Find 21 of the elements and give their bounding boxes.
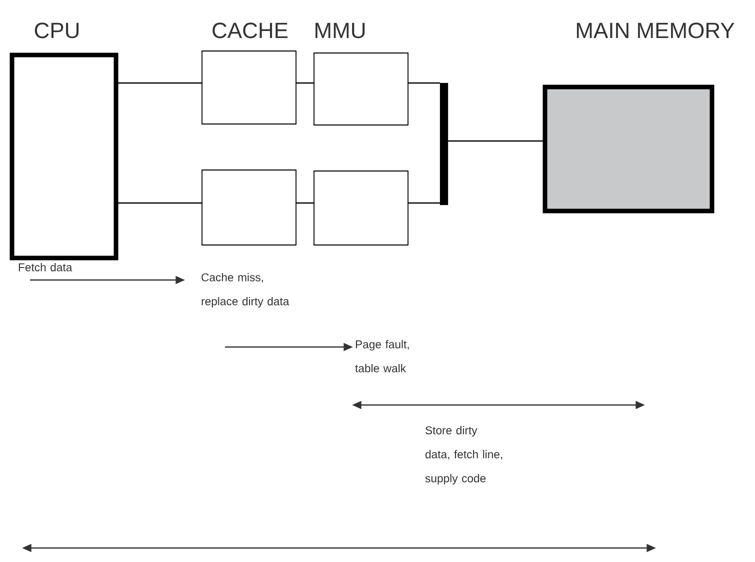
- connector-line: [408, 82, 440, 84]
- connector-line: [408, 202, 440, 204]
- node-label: MMU: [316, 22, 365, 38]
- node-label: MAIN MEMORY: [576, 22, 734, 38]
- cache-box: CACHE: [202, 22, 296, 124]
- connector-line: [296, 82, 314, 84]
- memory-box: MAIN MEMORY: [542, 22, 734, 214]
- event-label: Cache miss, replace dirty data: [202, 273, 290, 308]
- event-label: Page fault, table walk: [355, 340, 409, 372]
- event-label: Store dirty data, fetch line, supply code: [425, 426, 502, 485]
- mmu-box: [314, 170, 408, 246]
- connector-line: [116, 82, 202, 84]
- mmu-box: MMU: [314, 22, 408, 126]
- connector-line: [448, 140, 545, 142]
- bus-bar: [440, 82, 448, 206]
- node-label: CACHE: [212, 22, 288, 38]
- node-label: CPU: [34, 22, 79, 38]
- connector-line: [296, 202, 314, 204]
- connector-line: [116, 202, 202, 204]
- cache-box: [202, 170, 296, 246]
- cpu-box: CPU: [10, 22, 118, 260]
